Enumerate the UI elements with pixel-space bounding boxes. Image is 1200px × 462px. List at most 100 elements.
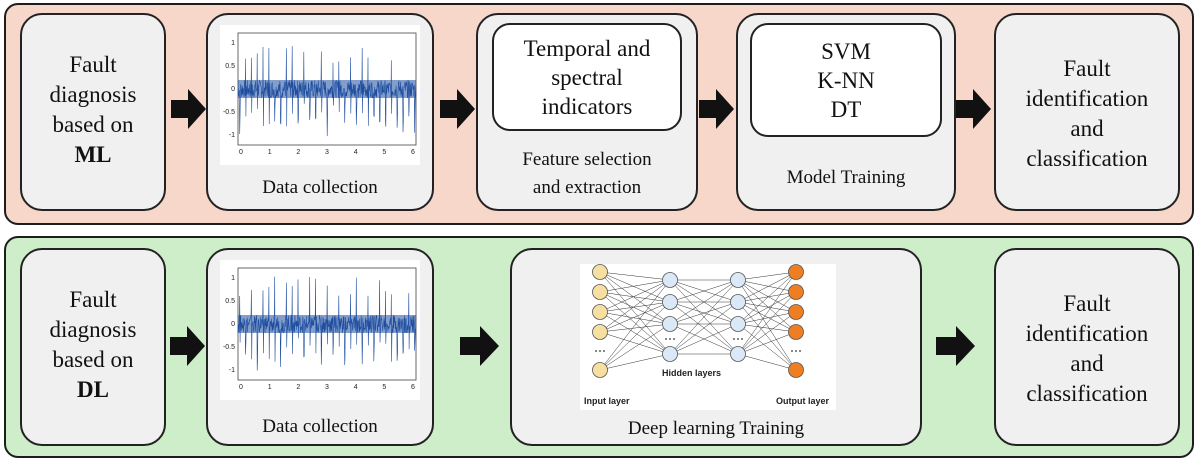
x-tick-label: 4 — [354, 149, 358, 156]
x-tick-label: 2 — [296, 149, 300, 156]
nn-edge — [599, 271, 671, 303]
nn-node — [788, 362, 804, 378]
y-tick-label: -1 — [229, 367, 235, 374]
nn-ellipsis-dot — [799, 350, 801, 352]
nn-edge — [737, 291, 797, 355]
dl-approach-line3: based on — [52, 347, 134, 372]
ml-feature-inner-line1: Temporal and — [523, 35, 651, 61]
ml-output-line2: identification — [1025, 86, 1149, 111]
nn-edge — [599, 323, 671, 371]
ml-feature-inner-line3: indicators — [541, 93, 633, 119]
ml-feature-indicators-box: Temporal and spectral indicators — [492, 23, 682, 131]
nn-edge — [737, 323, 797, 333]
nn-node — [788, 284, 804, 300]
y-tick-label: 1 — [231, 275, 235, 282]
nn-node — [662, 294, 678, 310]
nn-edge — [599, 279, 671, 313]
nn-ellipsis-dot — [741, 338, 743, 340]
dl-output-line3: and — [1070, 351, 1104, 376]
nn-ellipsis-dot — [673, 338, 675, 340]
nn-node — [788, 324, 804, 340]
dl-output-line1: Fault — [1063, 291, 1111, 316]
nn-edge — [737, 271, 797, 355]
nn-node — [592, 304, 608, 320]
dl-approach-box: Fault diagnosis based on DL — [20, 248, 166, 446]
nn-edge — [737, 279, 797, 333]
ml-output-line3: and — [1070, 116, 1104, 141]
dl-output-line2: identification — [1025, 321, 1149, 346]
nn-edge — [737, 291, 797, 325]
nn-edge — [599, 279, 671, 293]
nn-edge — [737, 271, 797, 281]
ml-feature-caption-line2: and extraction — [532, 177, 642, 198]
dl-data-collection-caption: Data collection — [262, 416, 378, 437]
nn-edge — [669, 279, 739, 355]
arrow-right-icon — [699, 89, 734, 129]
nn-edge — [599, 301, 671, 371]
ml-feature-box: Temporal and spectral indicators Feature… — [476, 13, 698, 211]
nn-node — [788, 304, 804, 320]
nn-node — [662, 272, 678, 288]
x-tick-label: 0 — [239, 384, 243, 391]
nn-edge — [599, 301, 671, 313]
nn-edge — [737, 291, 797, 303]
nn-node — [662, 346, 678, 362]
y-tick-label: 0.5 — [225, 63, 235, 70]
nn-hidden-layers-label: Hidden layers — [662, 368, 721, 378]
x-tick-label: 0 — [239, 149, 243, 156]
dl-approach-line2: diagnosis — [49, 317, 137, 342]
nn-connections — [599, 271, 797, 371]
nn-ellipsis-dot — [733, 338, 735, 340]
nn-edge — [737, 279, 797, 313]
ml-data-collection-caption: Data collection — [262, 177, 378, 198]
nn-nodes — [592, 264, 804, 378]
nn-input-layer-label: Input layer — [584, 396, 630, 406]
nn-edge — [599, 291, 671, 325]
y-tick-label: 0.5 — [225, 298, 235, 305]
arrow-right-icon — [460, 326, 499, 366]
ml-approach-line3: based on — [52, 112, 134, 137]
y-tick-label: 1 — [231, 40, 235, 47]
ml-model-knn: K-NN — [817, 67, 875, 93]
nn-node — [592, 362, 608, 378]
ml-model-dt: DT — [830, 96, 862, 122]
neural-network-diagram: Input layer Hidden layers Output layer — [580, 264, 836, 410]
x-tick-label: 4 — [354, 384, 358, 391]
dl-training-box: Input layer Hidden layers Output layer D… — [510, 248, 922, 446]
nn-ellipsis-dot — [791, 350, 793, 352]
nn-edge — [599, 311, 671, 355]
x-tick-label: 6 — [411, 149, 415, 156]
nn-node — [730, 272, 746, 288]
nn-edge — [599, 271, 671, 325]
nn-edge — [599, 279, 671, 371]
dl-training-caption: Deep learning Training — [627, 418, 805, 439]
y-tick-label: 0 — [231, 86, 235, 93]
nn-edge — [599, 271, 671, 281]
nn-ellipsis-dot — [665, 338, 667, 340]
nn-edge — [599, 301, 671, 333]
dl-approach-line1: Fault — [69, 287, 117, 312]
x-tick-label: 2 — [296, 384, 300, 391]
nn-edge — [599, 323, 671, 333]
nn-node — [730, 346, 746, 362]
nn-ellipsis-dot — [669, 338, 671, 340]
dl-output-box: Fault identification and classification — [994, 248, 1180, 446]
nn-edge — [599, 291, 671, 355]
ml-model-svm: SVM — [821, 38, 871, 64]
y-tick-label: 0 — [231, 321, 235, 328]
arrow-right-icon — [936, 326, 975, 366]
dl-approach-line4: DL — [77, 377, 109, 402]
nn-edge — [599, 311, 671, 325]
nn-edge — [737, 301, 797, 371]
ml-model-list-box: SVM K-NN DT — [750, 23, 942, 137]
y-tick-label: -0.5 — [223, 344, 235, 351]
nn-edge — [599, 291, 671, 303]
nn-edge — [599, 279, 671, 333]
nn-edge — [669, 279, 739, 303]
y-tick-label: -0.5 — [223, 109, 235, 116]
